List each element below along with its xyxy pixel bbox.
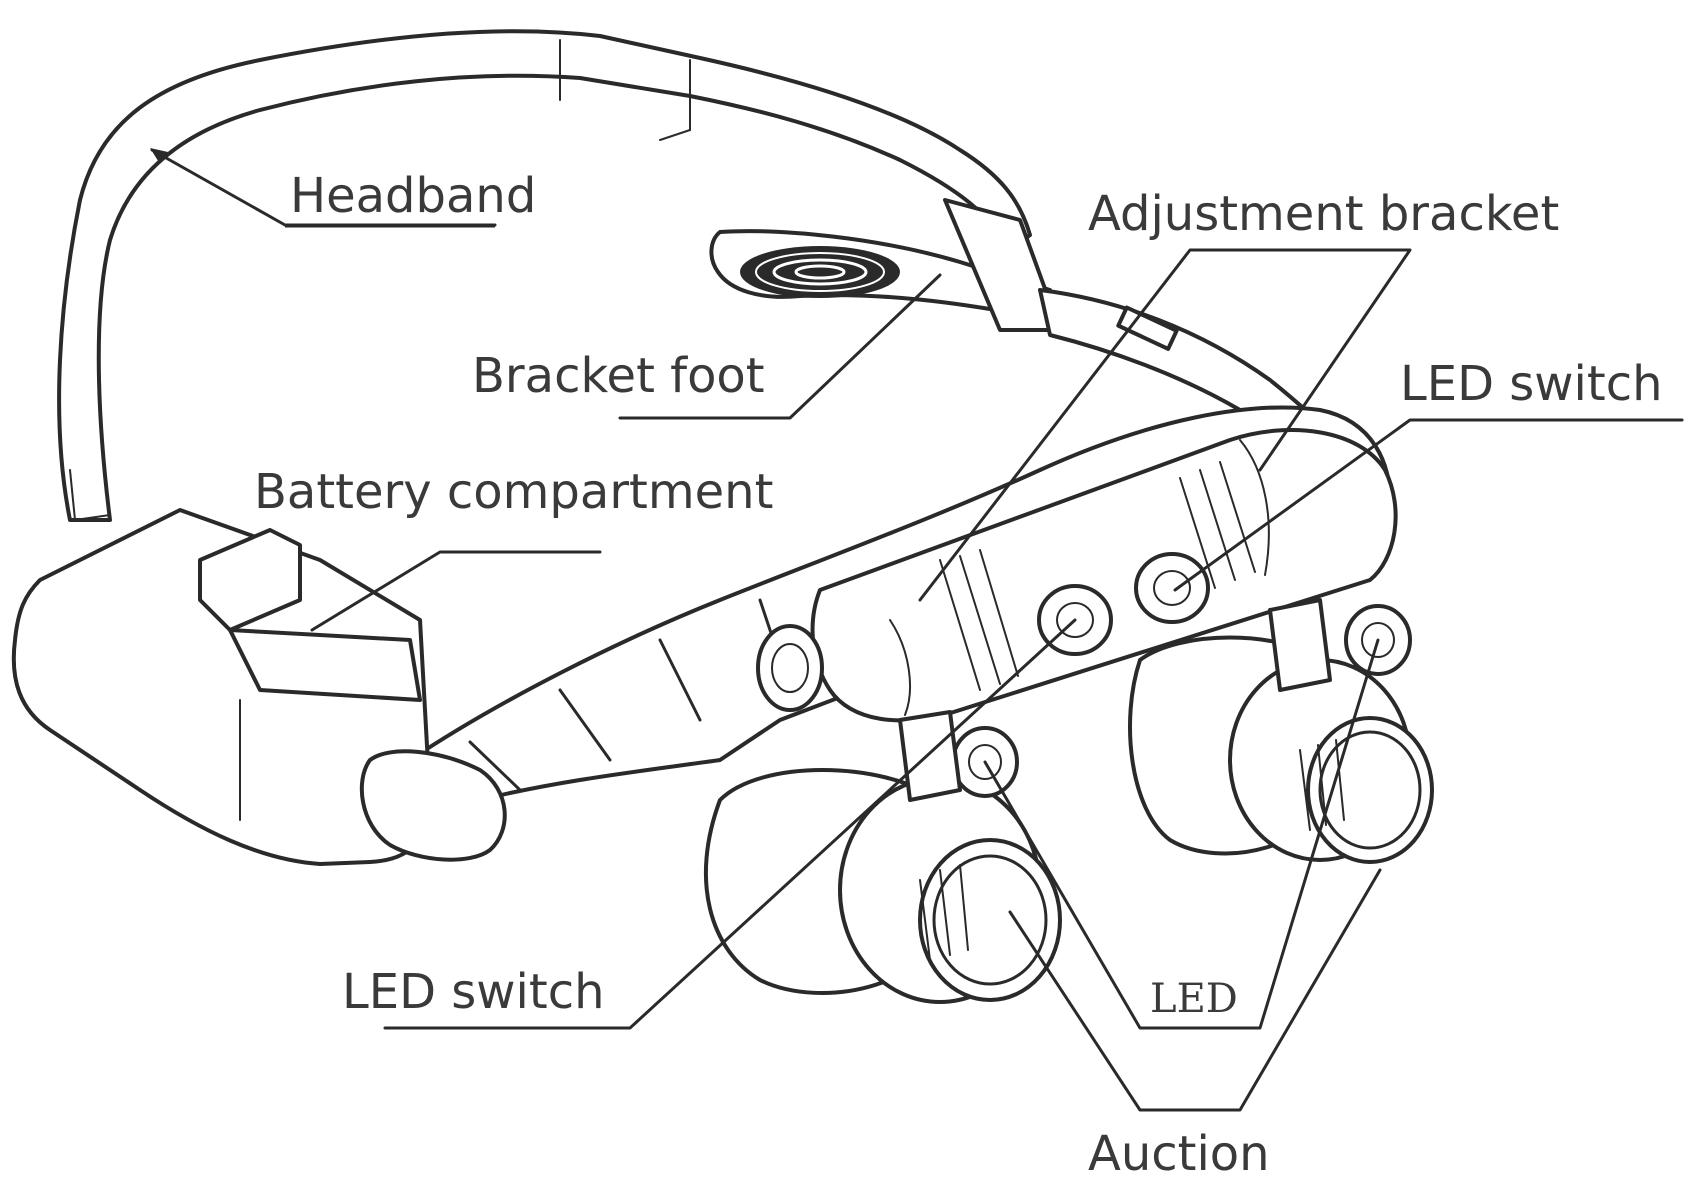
led-switch-button-right [1134, 552, 1210, 624]
label-battery-compartment: Battery compartment [254, 464, 773, 520]
label-led-switch-left: LED switch [342, 964, 605, 1020]
label-adjustment-bracket: Adjustment bracket [1088, 186, 1559, 242]
label-bracket-foot: Bracket foot [472, 348, 765, 404]
label-led: LED [1150, 976, 1238, 1022]
bracket-foot-part [709, 229, 1052, 322]
label-auction: Auction [1088, 1126, 1270, 1182]
headband-strap [57, 29, 1032, 522]
right-loupe [1128, 635, 1434, 864]
label-headband: Headband [290, 168, 536, 224]
battery-compartment-part [11, 508, 507, 866]
label-led-switch-right: LED switch [1400, 356, 1663, 412]
adjustment-bracket-part [943, 198, 1382, 522]
left-loupe [703, 768, 1062, 1004]
leader-lines [150, 148, 1684, 1112]
labels: Headband Adjustment bracket Bracket foot… [254, 168, 1663, 1182]
